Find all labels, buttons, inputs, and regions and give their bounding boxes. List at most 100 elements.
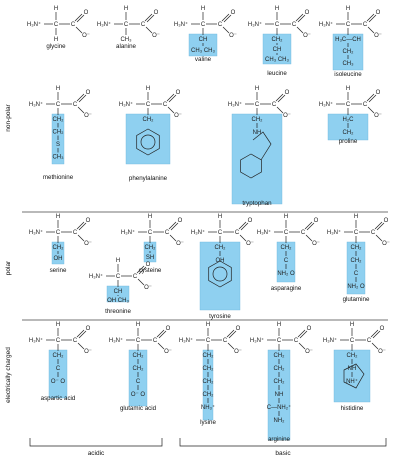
bond — [145, 26, 153, 34]
double-bond — [238, 221, 247, 230]
double-bond — [295, 13, 304, 22]
side-chain-atom: NH₃⁺ — [201, 404, 215, 411]
bond — [227, 342, 235, 350]
imidazole-ring — [343, 363, 365, 389]
side-chain-atom: CH₂ — [274, 366, 286, 372]
side-chain-atom: CH — [273, 47, 282, 53]
carboxyl-carbon: C — [71, 22, 76, 28]
carboxyl-carbon: C — [218, 22, 223, 28]
carboxyl-carbon: C — [73, 338, 78, 344]
amine-group: H₃N⁺ — [89, 273, 103, 280]
double-bond — [76, 93, 85, 102]
amine-group: H₃N⁺ — [179, 337, 193, 344]
double-bond — [277, 94, 286, 103]
double-bond — [78, 330, 87, 339]
side-chain-atom: CH₂ — [203, 353, 215, 359]
category-nonpolar: non-polar — [5, 103, 12, 131]
category-charged: electrically charged — [5, 347, 12, 403]
double-bond — [374, 221, 383, 230]
amine-group: H₃N⁺ — [27, 21, 41, 28]
carboxylate-oxygen: O⁻ — [144, 285, 152, 291]
side-chain-atom: CH₃ — [120, 37, 132, 43]
side-chain-atom: NH — [348, 366, 357, 372]
carboxylate-oxygen: O⁻ — [84, 349, 92, 355]
carboxylate-oxygen: O⁻ — [305, 349, 313, 355]
bond — [75, 26, 83, 34]
carboxyl-carbon: C — [371, 230, 376, 236]
bond — [77, 234, 85, 242]
double-bond — [136, 265, 145, 274]
double-bond — [306, 222, 315, 231]
amine-group: H₃N⁺ — [97, 21, 111, 28]
side-chain-atom: CH₂ — [53, 130, 65, 136]
alpha-hydrogen: H — [56, 214, 60, 220]
carbonyl-oxygen: O — [376, 10, 381, 16]
double-bond — [74, 13, 83, 22]
alpha-hydrogen: H — [124, 6, 128, 12]
side-chain-atom: O⁻ O — [131, 392, 146, 398]
indole-pyrrole-ring — [252, 131, 272, 161]
side-chain-atom: O⁻ O — [51, 379, 66, 385]
acidic-bracket — [29, 438, 163, 447]
double-bond — [299, 330, 308, 339]
side-chain-atom: C — [284, 258, 289, 264]
double-bond — [78, 222, 87, 231]
side-chain-atom: NH₂ O — [277, 271, 295, 277]
alpha-hydrogen: H — [206, 322, 210, 328]
carbonyl-oxygen: O — [384, 218, 389, 224]
bond — [77, 342, 85, 350]
side-chain-atom: CH — [199, 37, 208, 43]
alpha-carbon: C — [56, 230, 61, 236]
side-chain-atom: SH — [146, 255, 154, 261]
amine-group: H₃N⁺ — [29, 101, 43, 108]
side-chain-atom: CH₂ — [53, 245, 65, 251]
alpha-hydrogen: H — [255, 86, 259, 92]
carbonyl-oxygen: O — [231, 10, 236, 16]
side-chain-atom: OH — [54, 256, 63, 262]
carboxyl-carbon: C — [223, 338, 228, 344]
alpha-hydrogen: H — [56, 322, 60, 328]
benzene-ring — [136, 128, 160, 156]
double-bond — [138, 266, 147, 275]
double-bond — [366, 93, 375, 102]
double-bond — [78, 94, 87, 103]
amine-group: H₃N⁺ — [257, 229, 271, 236]
amine-group: H₃N⁺ — [228, 101, 242, 108]
double-bond — [168, 94, 177, 103]
carboxylate-oxygen: O⁻ — [176, 241, 184, 247]
carboxyl-carbon: C — [294, 338, 299, 344]
carbonyl-oxygen: O — [176, 90, 181, 96]
side-chain-atom: CH₂ — [274, 379, 286, 385]
amino-acid-name: serine — [50, 267, 67, 274]
side-chain-atom: CH₂ — [203, 379, 215, 385]
amino-acid-name: arginine — [268, 436, 291, 443]
amine-group: H₃N⁺ — [174, 21, 188, 28]
carbonyl-oxygen: O — [86, 90, 91, 96]
carboxylate-oxygen: O⁻ — [234, 349, 242, 355]
bond — [239, 234, 247, 242]
side-chain-atom: CH₂ — [133, 353, 145, 359]
alpha-carbon: C — [146, 102, 151, 108]
amine-group: H₃N⁺ — [121, 229, 135, 236]
amine-group: H₃N⁺ — [248, 21, 262, 28]
double-bond — [76, 221, 85, 230]
amine-group: H₃N⁺ — [323, 337, 337, 344]
carboxyl-carbon: C — [133, 274, 138, 280]
bond — [157, 342, 165, 350]
side-chain-atom: CH — [114, 289, 123, 295]
amino-acid-name: isoleucine — [334, 71, 362, 78]
side-chain-atom: CH₂ — [274, 353, 286, 359]
side-chain-highlight — [231, 113, 283, 205]
